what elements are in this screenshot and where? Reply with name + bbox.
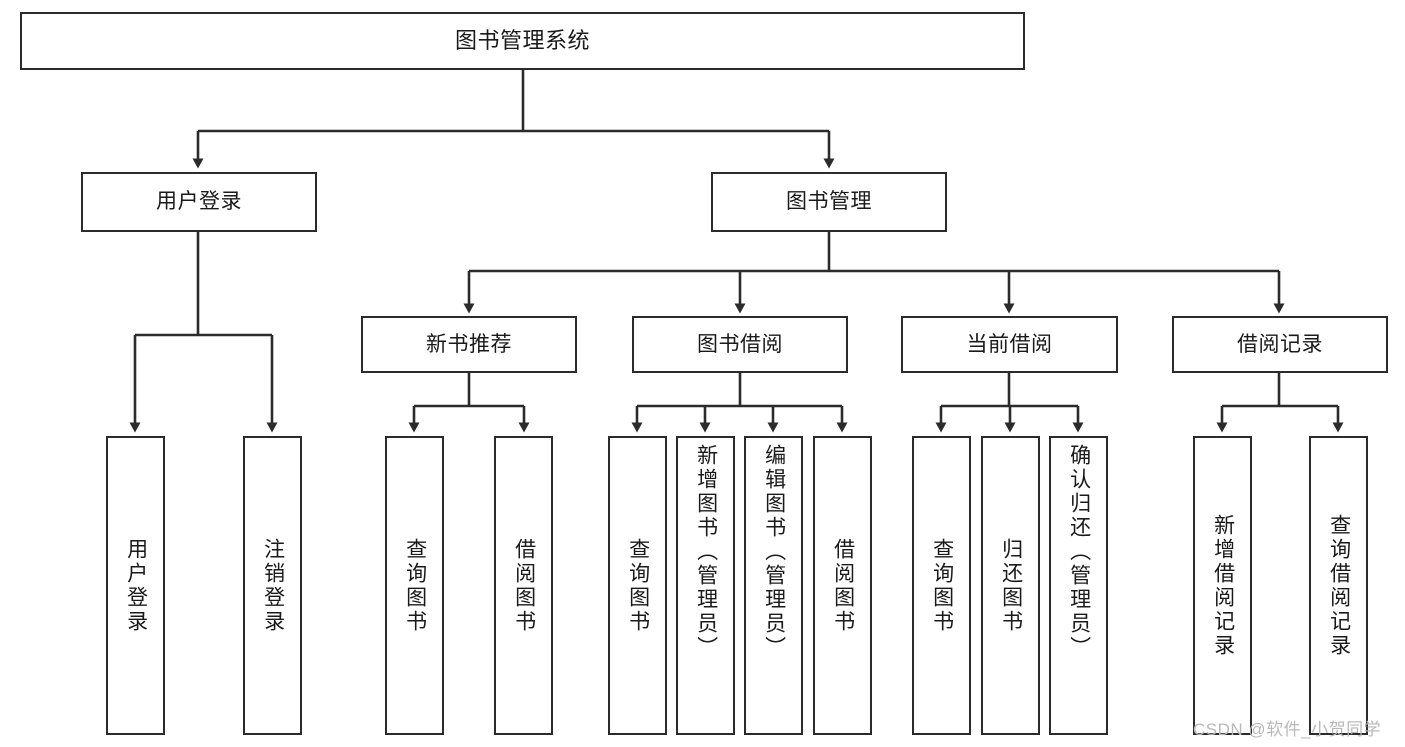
node-borrow-record[interactable]: 借阅记录 [1172, 316, 1388, 373]
csdn-watermark: CSDN @软件_小贺同学 [1193, 720, 1382, 739]
node-leaf-query-book-current[interactable]: 查询图书 [912, 436, 971, 735]
node-label: 确认归还（管理员） [1067, 444, 1091, 660]
node-book-management-system[interactable]: 图书管理系统 [20, 12, 1025, 70]
node-leaf-add-borrow-record[interactable]: 新增借阅记录 [1193, 436, 1252, 735]
node-label: 图书借阅 [697, 332, 783, 356]
node-leaf-user-logout[interactable]: 注销登录 [243, 436, 302, 735]
node-label: 用户登录 [156, 190, 242, 214]
node-label: 借阅图书 [831, 537, 855, 634]
node-label: 用户登录 [124, 537, 148, 634]
node-leaf-edit-book[interactable]: 编辑图书（管理员） [744, 436, 803, 735]
node-label: 借阅图书 [512, 537, 536, 634]
node-label: 图书管理 [786, 190, 872, 214]
node-leaf-query-book-recommend[interactable]: 查询图书 [385, 436, 444, 735]
node-label: 图书管理系统 [454, 27, 590, 53]
node-label: 查询图书 [626, 537, 650, 634]
node-current-borrow[interactable]: 当前借阅 [901, 316, 1118, 373]
node-label: 编辑图书（管理员） [762, 444, 786, 660]
node-book-management[interactable]: 图书管理 [711, 172, 947, 232]
node-label: 当前借阅 [966, 332, 1053, 356]
node-book-borrow[interactable]: 图书借阅 [632, 316, 848, 373]
node-user-login[interactable]: 用户登录 [81, 172, 317, 232]
node-label: 查询图书 [403, 537, 427, 634]
node-leaf-add-book[interactable]: 新增图书（管理员） [676, 436, 735, 735]
node-label: 新增图书（管理员） [694, 444, 718, 660]
node-label: 新书推荐 [426, 332, 512, 356]
node-leaf-query-book-borrow[interactable]: 查询图书 [608, 436, 667, 735]
node-leaf-query-borrow-record[interactable]: 查询借阅记录 [1309, 436, 1368, 735]
node-label: 查询图书 [930, 537, 954, 634]
node-new-book-recommend[interactable]: 新书推荐 [361, 316, 577, 373]
node-leaf-borrow-book-recommend[interactable]: 借阅图书 [494, 436, 553, 735]
node-leaf-borrow-book[interactable]: 借阅图书 [813, 436, 872, 735]
node-label: 注销登录 [261, 537, 285, 634]
node-leaf-user-login[interactable]: 用户登录 [106, 436, 165, 735]
node-label: 新增借阅记录 [1211, 513, 1235, 658]
node-label: 归还图书 [999, 537, 1023, 634]
node-leaf-return-book[interactable]: 归还图书 [981, 436, 1040, 735]
node-leaf-confirm-return[interactable]: 确认归还（管理员） [1049, 436, 1108, 735]
node-label: 借阅记录 [1237, 332, 1323, 356]
node-label: 查询借阅记录 [1327, 513, 1351, 658]
